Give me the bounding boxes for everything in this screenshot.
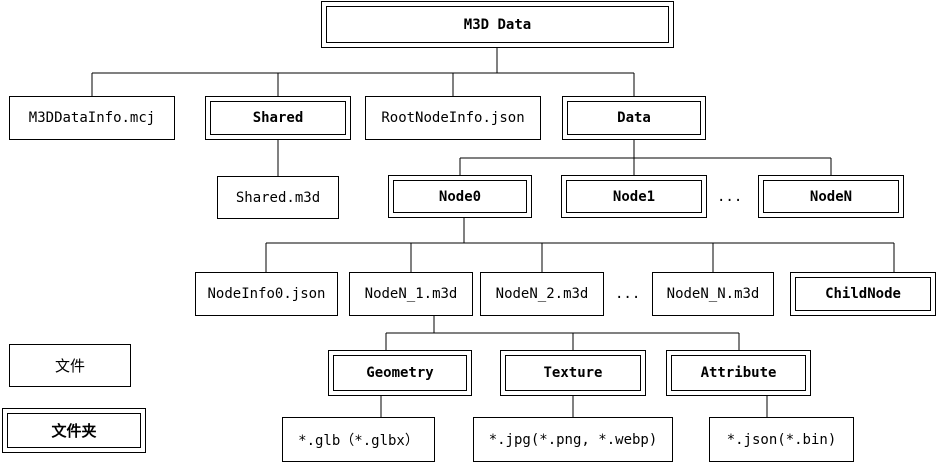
geometry-folder: Geometry: [328, 350, 472, 396]
nodes-ellipsis: ...: [717, 189, 743, 205]
childnode-folder: ChildNode: [790, 272, 936, 316]
texture-folder-label: Texture: [505, 355, 641, 391]
texture-format-file: *.jpg(*.png, *.webp): [473, 417, 673, 462]
childnode-folder-label: ChildNode: [795, 277, 931, 311]
node1-folder-label: Node1: [566, 180, 702, 213]
legend-folder-label: 文件夹: [7, 413, 141, 448]
data-folder: Data: [562, 96, 706, 140]
noden-n-m3d-file: NodeN_N.m3d: [652, 272, 774, 316]
rootnodeinfo-file: RootNodeInfo.json: [365, 96, 541, 140]
attribute-folder-label: Attribute: [671, 355, 806, 391]
data-folder-label: Data: [567, 101, 701, 135]
node0-folder-label: Node0: [393, 180, 527, 213]
m3d-ellipsis: ...: [615, 286, 641, 302]
attribute-folder: Attribute: [666, 350, 811, 396]
shared-folder-label: Shared: [210, 101, 346, 135]
node0-folder: Node0: [388, 175, 532, 218]
geometry-folder-label: Geometry: [333, 355, 467, 391]
noden-2-m3d-file: NodeN_2.m3d: [480, 272, 604, 316]
shared-m3d-file: Shared.m3d: [217, 176, 339, 219]
nodeN-folder-label: NodeN: [763, 180, 899, 213]
legend-file: 文件: [9, 344, 131, 387]
legend-folder: 文件夹: [2, 408, 146, 453]
node1-folder: Node1: [561, 175, 707, 218]
root-folder-label: M3D Data: [326, 6, 669, 43]
shared-folder: Shared: [205, 96, 351, 140]
texture-folder: Texture: [500, 350, 646, 396]
root-folder: M3D Data: [321, 1, 674, 48]
nodeinfo0-file: NodeInfo0.json: [195, 272, 338, 316]
geometry-format-file: *.glb（*.glbx）: [282, 417, 435, 462]
datainfo-file: M3DDataInfo.mcj: [9, 96, 175, 140]
attribute-format-file: *.json(*.bin): [709, 417, 854, 462]
noden-1-m3d-file: NodeN_1.m3d: [349, 272, 473, 316]
nodeN-folder: NodeN: [758, 175, 904, 218]
